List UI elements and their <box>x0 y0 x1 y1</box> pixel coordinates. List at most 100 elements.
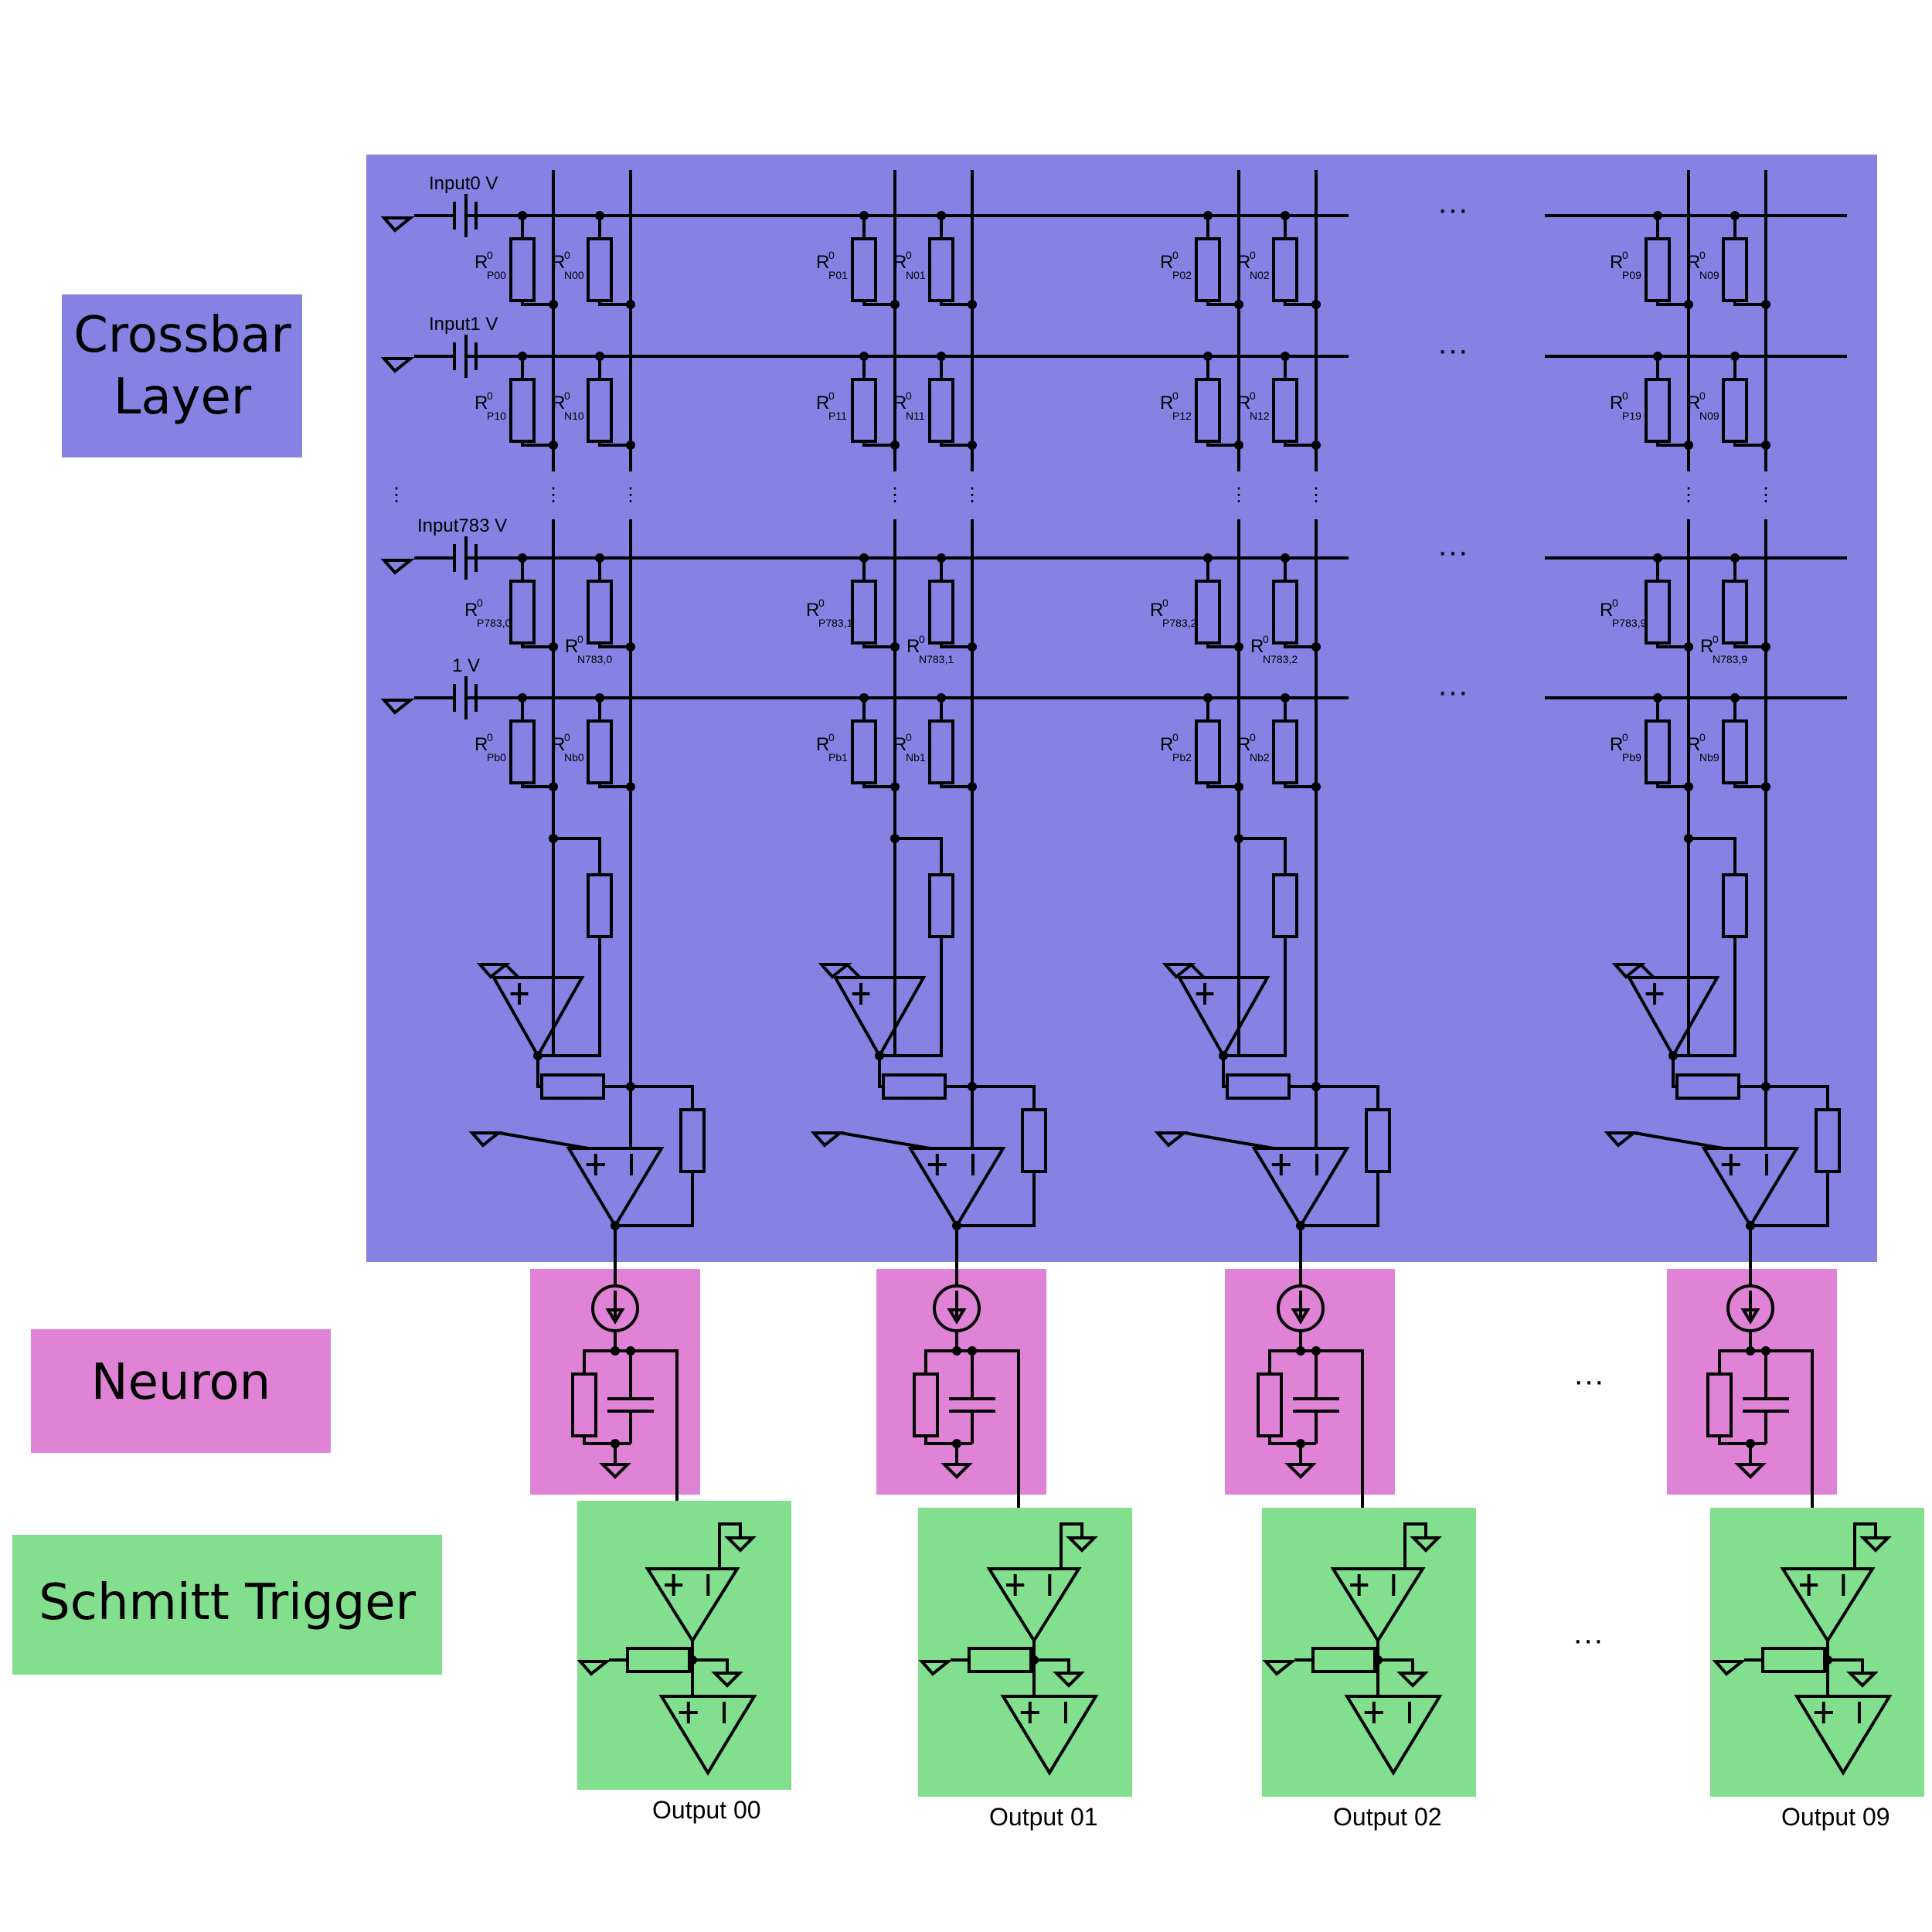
ground-icon <box>918 1660 953 1676</box>
junction-dot <box>549 782 558 791</box>
junction-dot <box>890 440 900 450</box>
row-source-label: Input0 V <box>429 173 498 194</box>
wire <box>521 783 553 788</box>
ground-icon <box>1712 1660 1747 1676</box>
wire <box>940 301 972 306</box>
junction-dot <box>1234 782 1243 791</box>
ground-icon <box>1410 1536 1442 1553</box>
junction-dot <box>968 300 977 309</box>
resistor-label-superscript: 0 <box>1612 597 1618 609</box>
resistor-label-superscript: 0 <box>1172 731 1179 743</box>
resistor-label-symbol: R <box>474 393 488 413</box>
resistor-label-superscript: 0 <box>564 249 570 261</box>
op-amp-triangle <box>1780 1567 1876 1644</box>
wire <box>631 1085 694 1110</box>
ground-icon <box>1859 1536 1892 1553</box>
ground-icon <box>380 559 415 575</box>
legend-crossbar-line2: Layer <box>114 369 252 426</box>
wire <box>940 783 972 788</box>
crossbar-region <box>366 155 1877 1262</box>
wire <box>1206 643 1239 648</box>
arrow-icon <box>1291 1291 1311 1325</box>
resistor-label-superscript: 0 <box>1699 249 1706 261</box>
wire <box>631 1349 679 1569</box>
resistor-label-superscript: 0 <box>1250 731 1256 743</box>
vertical-ellipsis: ⋮ <box>621 485 640 505</box>
resistor-label-subscript: Nb2 <box>1250 751 1270 764</box>
legend-schmitt-box <box>12 1535 442 1675</box>
resistor-label-symbol: R <box>1610 393 1623 413</box>
resistor-label-subscript: N783,9 <box>1713 653 1747 665</box>
crossbar-row-1: Input1 V···R0P10R0N10R0P11R0N11R0P12R0N1… <box>380 314 1847 450</box>
op-amp <box>1330 1567 1426 1644</box>
wire <box>1189 963 1206 979</box>
op-amp <box>566 1147 665 1229</box>
wire <box>1378 1658 1414 1673</box>
resistor-label-symbol: R <box>906 636 920 657</box>
wire <box>1284 441 1316 447</box>
resistor-label-superscript: 0 <box>564 731 570 743</box>
wire <box>1034 1658 1070 1673</box>
junction-dot <box>890 642 900 651</box>
vertical-ellipsis: ⋮ <box>544 485 563 505</box>
schmitt-trigger-1: Output 01 <box>918 1508 1132 1831</box>
junction-dot <box>968 782 977 791</box>
vertical-ellipsis: ⋮ <box>1307 485 1325 505</box>
wire <box>1766 1085 1829 1110</box>
wire <box>940 441 972 447</box>
resistor-label-symbol: R <box>474 734 488 755</box>
wire <box>957 1172 1036 1227</box>
resistor-label-symbol: R <box>1237 734 1250 755</box>
op-amp-triangle <box>907 1147 1006 1229</box>
ground-icon <box>1066 1536 1098 1553</box>
resistor-label-subscript: Pb2 <box>1172 751 1192 764</box>
resistor-label-symbol: R <box>1687 734 1700 755</box>
resistor-label-subscript: Pb9 <box>1622 751 1641 764</box>
ground-icon <box>940 1463 973 1479</box>
ground-icon <box>380 357 415 373</box>
resistor-label-symbol: R <box>552 252 565 273</box>
resistor-label-superscript: 0 <box>1622 389 1628 402</box>
ground-icon <box>468 1131 503 1148</box>
schmitt-trigger-0: Output 00 <box>577 1501 791 1824</box>
op-amp-triangle <box>658 1695 757 1776</box>
ground-icon <box>1396 1672 1429 1688</box>
op-amp-triangle <box>986 1567 1082 1644</box>
op-amp-triangle <box>1251 1147 1350 1229</box>
wire <box>924 1349 957 1374</box>
ground-icon <box>1846 1672 1879 1688</box>
op-amp-triangle <box>1176 976 1270 1060</box>
resistor-label-symbol: R <box>816 393 829 413</box>
resistor-label-subscript: P09 <box>1622 269 1641 281</box>
ground-icon <box>810 1131 845 1148</box>
wire <box>1733 441 1766 447</box>
resistor-label-subscript: N09 <box>1699 269 1719 281</box>
neuron-region <box>876 1269 1046 1495</box>
wire <box>1656 301 1689 306</box>
resistor-label-subscript: P783,1 <box>818 617 853 629</box>
schmitt-trigger-3: Output 09 <box>1710 1508 1924 1831</box>
resistor-label-symbol: R <box>1687 252 1700 273</box>
resistor-label-symbol: R <box>893 393 906 413</box>
ground-icon <box>468 1131 503 1148</box>
ellipsis: ··· <box>1437 535 1468 569</box>
junction-dot <box>626 440 635 450</box>
resistor-label-subscript: P10 <box>487 410 506 422</box>
ground-icon <box>711 1672 743 1688</box>
ellipsis: ··· <box>1437 192 1468 226</box>
circuit: Input0 V···R0P00R0N00R0P01R0N01R0P02R0N0… <box>380 170 1924 1831</box>
op-amp <box>986 1567 1082 1644</box>
junction-dot <box>1234 642 1243 651</box>
wire <box>1639 963 1655 979</box>
wire <box>845 963 862 979</box>
junction-dot <box>549 440 558 450</box>
op-amp <box>1794 1695 1893 1776</box>
junction-dot <box>549 300 558 309</box>
wire <box>1301 1172 1379 1227</box>
ground-icon <box>711 1672 743 1688</box>
junction-dot <box>1684 300 1693 309</box>
crossbar-row-2: Input783 V···R0P783,0R0N783,0R0P783,1R0N… <box>380 515 1847 665</box>
